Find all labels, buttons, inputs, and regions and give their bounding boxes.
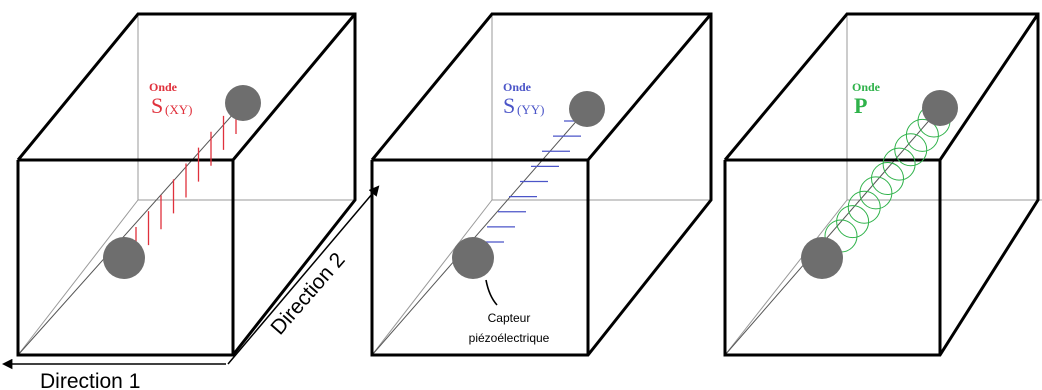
axis-arrows: Direction 1 Direction 2 — [1, 185, 380, 390]
wave-marks-s-xy — [135, 100, 237, 261]
sensor-front — [103, 237, 145, 279]
sensor-back — [922, 90, 958, 126]
propagation-path — [371, 108, 588, 356]
wave-marks-p — [824, 104, 951, 253]
wave-label-letter: S — [503, 93, 515, 118]
cube-hidden-edges — [371, 14, 711, 356]
cube-hidden-edges — [17, 14, 355, 356]
direction-1-label: Direction 1 — [40, 370, 140, 390]
wave-marks-s-yy — [476, 120, 592, 243]
propagation-path — [724, 107, 941, 356]
sensor-label-line-2: piézoélectrique — [469, 331, 550, 345]
wave-label-subscript: (XY) — [165, 102, 192, 117]
wave-mark — [847, 190, 881, 224]
wave-label-onde: Onde — [149, 80, 178, 94]
wave-mark — [859, 176, 893, 210]
panel-s-xy: Onde S (XY) — [16, 12, 357, 357]
panel-p: Onde P — [723, 12, 1042, 357]
wave-label-subscript: (YY) — [517, 102, 544, 117]
cube-outline — [16, 12, 357, 357]
sensor-back — [225, 85, 261, 121]
direction-2-arrow — [227, 185, 380, 365]
wave-mark — [905, 118, 939, 152]
wave-mark — [871, 162, 904, 195]
wave-label-letter: S — [151, 93, 163, 118]
wave-label-letter: P — [854, 93, 867, 118]
cube-outline — [370, 12, 713, 357]
sensor-callout-line — [485, 279, 498, 306]
propagation-path — [17, 102, 244, 356]
wave-label-onde: Onde — [852, 80, 881, 94]
sensor-front — [452, 237, 494, 279]
sensor-label-line-1: Capteur — [488, 311, 531, 325]
panel-s-yy: Onde S (YY) Capteur piézoélectrique — [370, 12, 713, 357]
wave-mark — [894, 133, 928, 167]
sensor-back — [569, 91, 605, 127]
cube-hidden-edges — [724, 14, 1042, 356]
cube-outline — [723, 12, 1040, 357]
wave-mark — [836, 205, 870, 239]
wave-mark — [882, 147, 916, 181]
sensor-front — [801, 237, 843, 279]
wave-label-onde: Onde — [503, 80, 532, 94]
